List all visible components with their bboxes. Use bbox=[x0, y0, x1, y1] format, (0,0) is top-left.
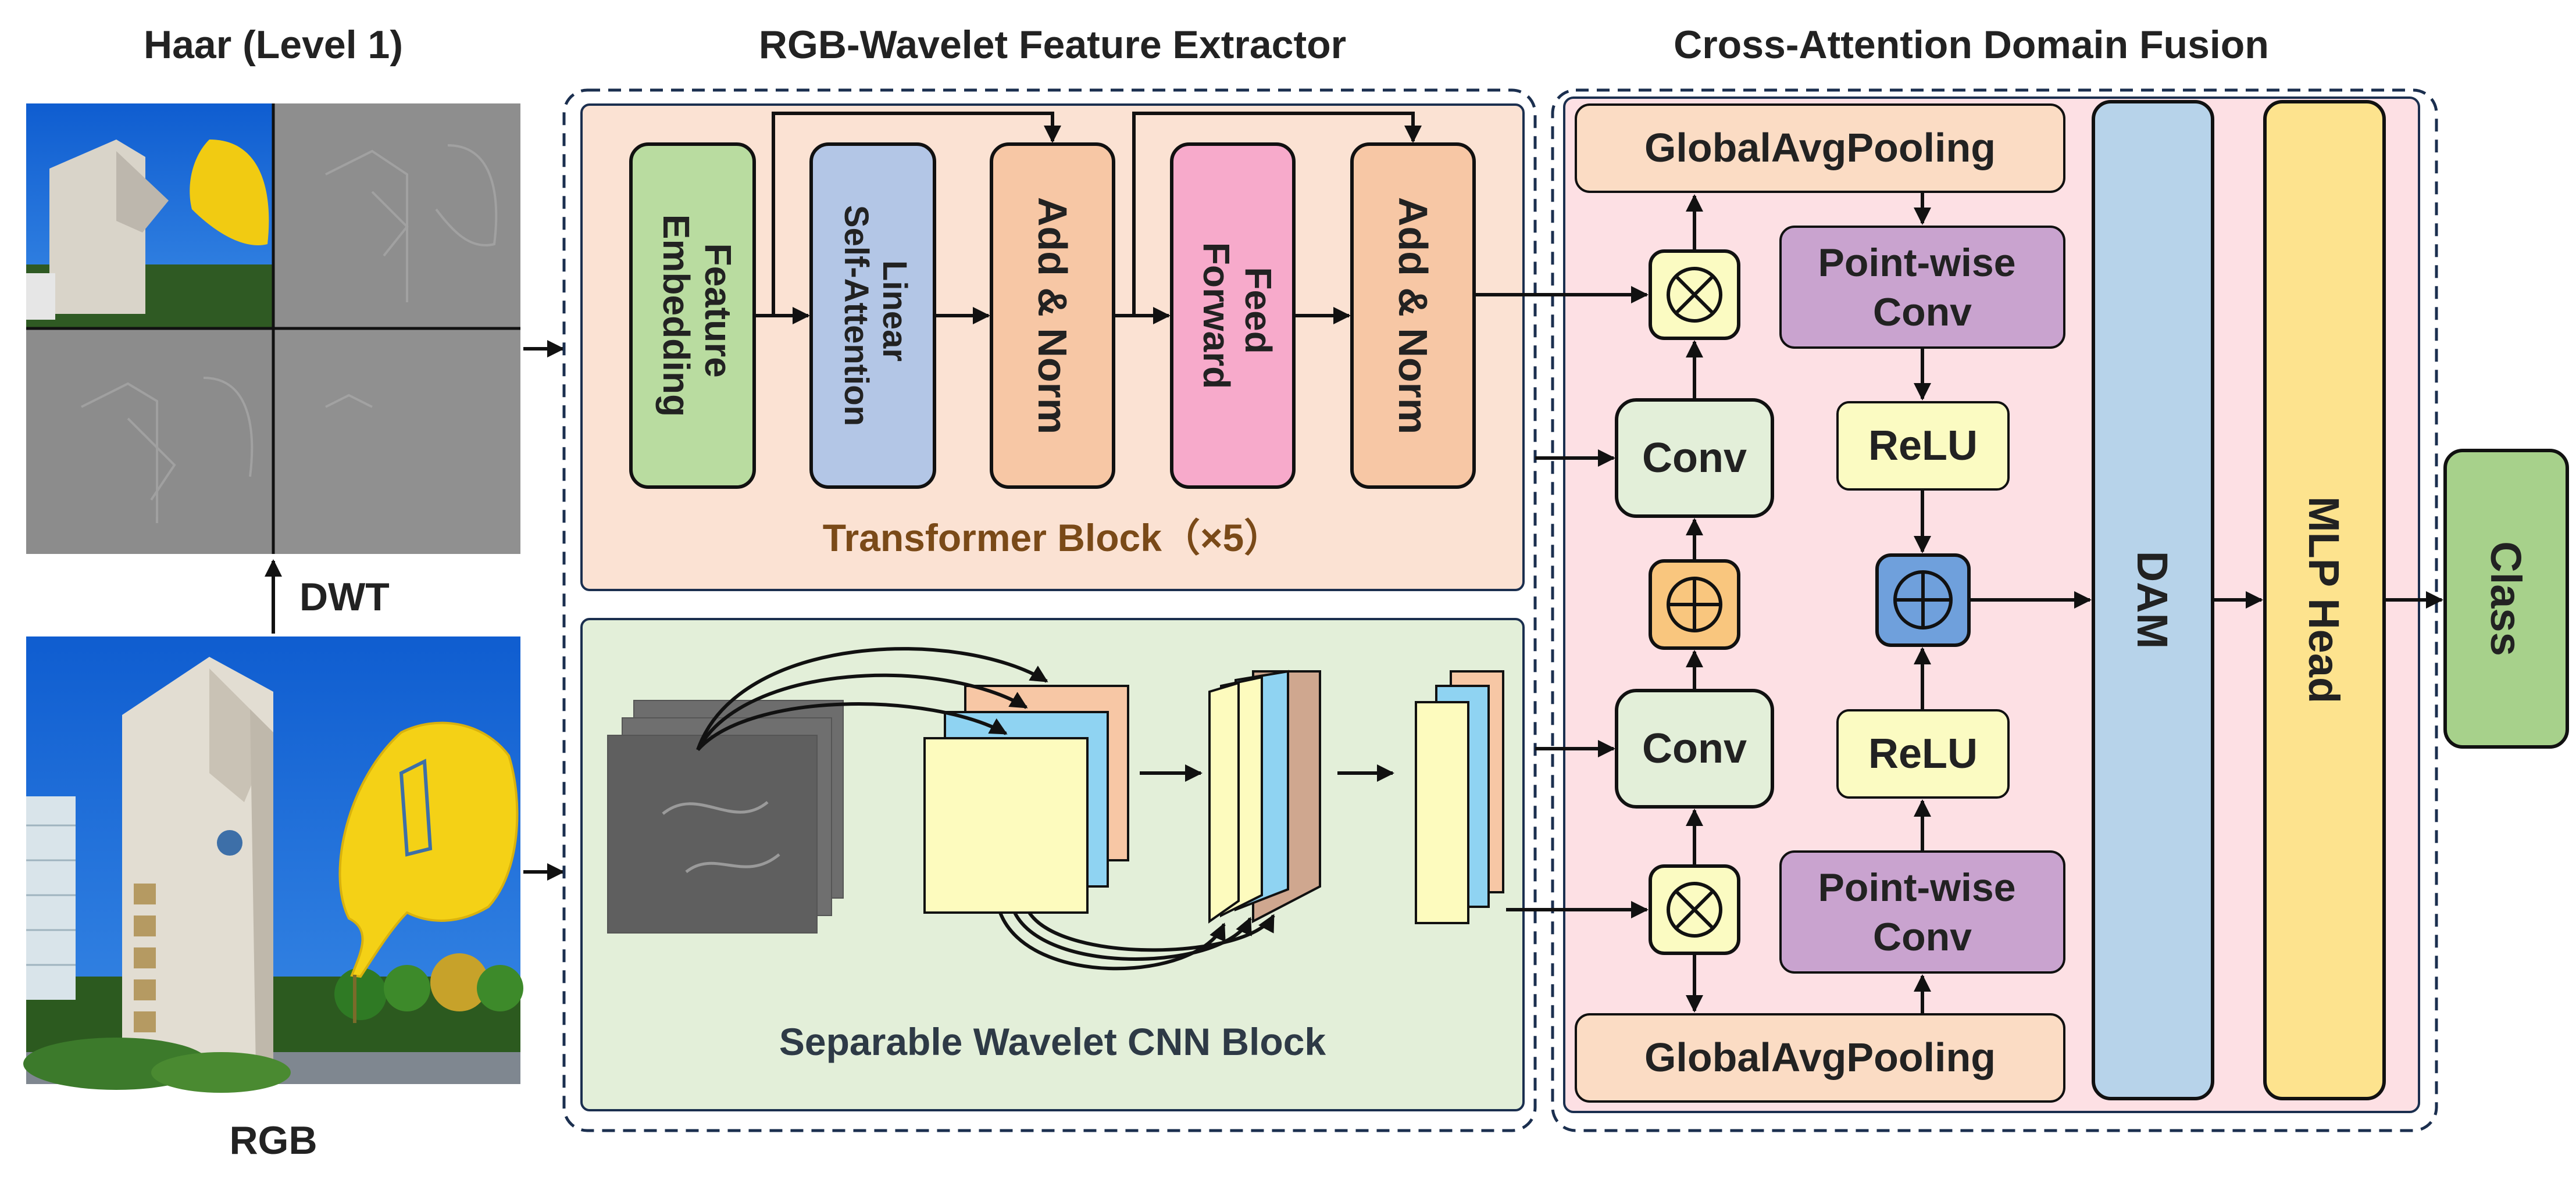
depthwise-arrow-3 bbox=[696, 702, 1008, 752]
pointwise-conv-top-box: Point-wise Conv bbox=[1779, 226, 2065, 349]
fusion-title: Cross-Attention Domain Fusion bbox=[1674, 23, 2269, 67]
haar-title: Haar (Level 1) bbox=[144, 23, 403, 67]
gap-top-box: GlobalAvgPooling bbox=[1575, 103, 2065, 193]
dwt-label: DWT bbox=[299, 575, 390, 619]
relu-bottom-box: ReLU bbox=[1836, 709, 2010, 799]
linear-self-attention-block: Linear Self-Attention bbox=[809, 142, 936, 489]
class-label: Class bbox=[2482, 541, 2530, 656]
gap-bottom-box: GlobalAvgPooling bbox=[1575, 1013, 2065, 1103]
add-norm-label-1: Add & Norm bbox=[1030, 197, 1075, 434]
extractor-title: RGB-Wavelet Feature Extractor bbox=[759, 23, 1346, 67]
conv-top-box: Conv bbox=[1615, 398, 1774, 518]
extractor-frame bbox=[562, 88, 1537, 1132]
linear-self-attention-label: Linear Self-Attention bbox=[837, 205, 914, 426]
add-norm-label-2: Add & Norm bbox=[1390, 197, 1436, 434]
add-norm-block-2: Add & Norm bbox=[1350, 142, 1476, 489]
wavelet-input-stack bbox=[607, 700, 844, 934]
pointwise-conv-top-label: Point-wise Conv bbox=[1818, 241, 2027, 334]
relu-top-label: ReLU bbox=[1868, 423, 1978, 469]
gap-bottom-label: GlobalAvgPooling bbox=[1644, 1035, 1996, 1080]
add-node-left bbox=[1649, 559, 1740, 650]
feature-embedding-block: Feature Embedding bbox=[629, 142, 756, 489]
multiply-node-top bbox=[1649, 249, 1740, 340]
multiply-node-bottom bbox=[1649, 864, 1740, 955]
haar-image bbox=[26, 103, 520, 554]
pointwise-arrow-3 bbox=[1027, 911, 1275, 952]
transformer-caption: Transformer Block（×5） bbox=[823, 516, 1282, 559]
add-node-right bbox=[1875, 553, 1971, 647]
pointwise-conv-bottom-label: Point-wise Conv bbox=[1818, 866, 2027, 959]
conv-top-label: Conv bbox=[1642, 435, 1747, 481]
haar-hh-subband bbox=[273, 328, 520, 554]
conv-bottom-box: Conv bbox=[1615, 689, 1774, 809]
conv-bottom-label: Conv bbox=[1642, 725, 1747, 772]
depthwise-feature-maps bbox=[923, 685, 1129, 914]
fusion-frame bbox=[1551, 88, 2438, 1132]
depthwise-arrow-1 bbox=[696, 647, 1048, 750]
cnn-caption: Separable Wavelet CNN Block bbox=[779, 1020, 1326, 1063]
feature-embedding-label: Feature Embedding bbox=[655, 214, 739, 417]
residual-connection-2 bbox=[1132, 112, 1422, 316]
feed-forward-label: Feed Forward bbox=[1196, 242, 1279, 389]
depthwise-arrow-2 bbox=[696, 673, 1028, 751]
mlp-head-label: MLP Head bbox=[2300, 496, 2348, 703]
pointwise-arrow-2 bbox=[1013, 911, 1252, 961]
relu-bottom-label: ReLU bbox=[1868, 731, 1978, 777]
dam-block: DAM bbox=[2092, 100, 2214, 1100]
concat-feature-maps bbox=[1208, 670, 1321, 924]
relu-top-box: ReLU bbox=[1836, 401, 2010, 491]
cnn-output-maps bbox=[1415, 670, 1504, 924]
rgb-label: RGB bbox=[229, 1118, 317, 1163]
haar-ll-subband bbox=[26, 103, 273, 328]
rgb-image bbox=[23, 636, 523, 1093]
mlp-head-block: MLP Head bbox=[2263, 100, 2386, 1100]
residual-connection-1 bbox=[772, 112, 1061, 316]
feed-forward-block: Feed Forward bbox=[1170, 142, 1296, 489]
class-block: Class bbox=[2443, 449, 2569, 749]
dam-label: DAM bbox=[2128, 551, 2177, 649]
pointwise-conv-bottom-box: Point-wise Conv bbox=[1779, 850, 2065, 974]
add-norm-block-1: Add & Norm bbox=[990, 142, 1115, 489]
gap-top-label: GlobalAvgPooling bbox=[1644, 125, 1996, 170]
